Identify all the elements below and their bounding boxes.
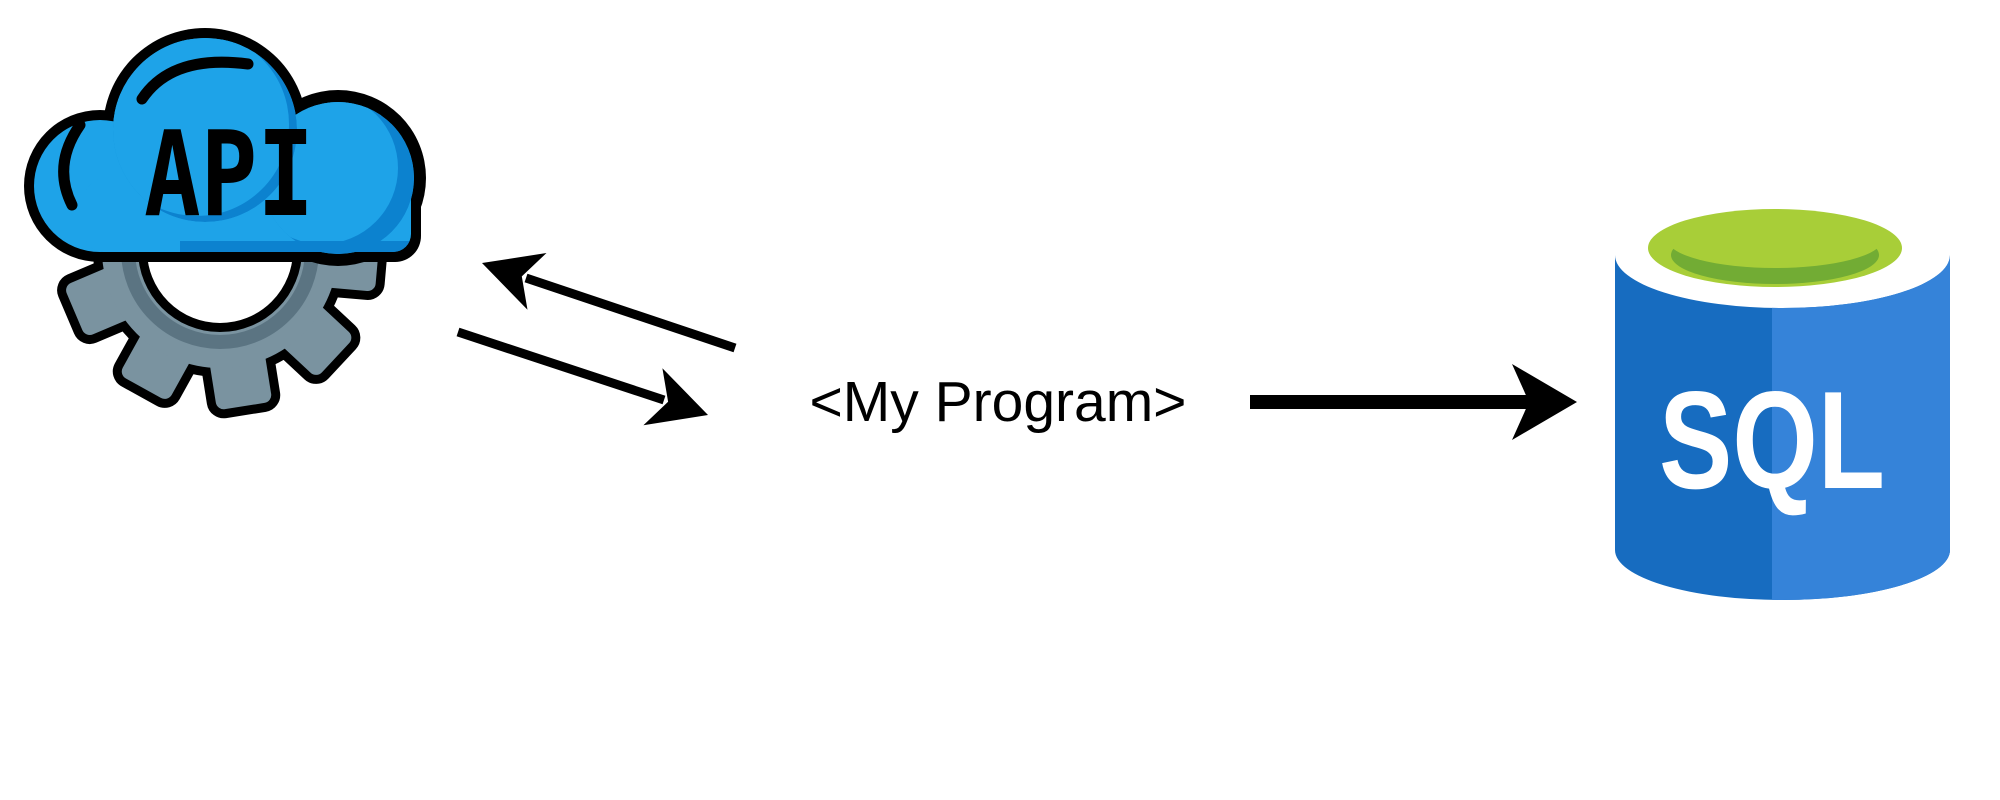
sql-body-right xyxy=(1772,255,1950,600)
sql-label: SQL xyxy=(1659,363,1885,518)
program-label: <My Program> xyxy=(810,370,1187,434)
api-label: API xyxy=(144,105,314,243)
cloud-icon: API xyxy=(24,28,426,266)
sql-database-cylinder-icon: SQL xyxy=(1615,209,1950,600)
api-cloud-gear-icon: API xyxy=(24,28,426,419)
arrow-program-to-sql xyxy=(1250,364,1577,440)
cloud-top-accent-arc xyxy=(136,56,254,105)
arrow-program-to-api xyxy=(482,253,737,353)
cloud-left-accent-arc xyxy=(58,119,86,211)
sql-top-inner-highlight xyxy=(1668,212,1882,268)
cloud-bottom-shade xyxy=(180,241,411,252)
arrow-api-to-program xyxy=(456,327,708,426)
